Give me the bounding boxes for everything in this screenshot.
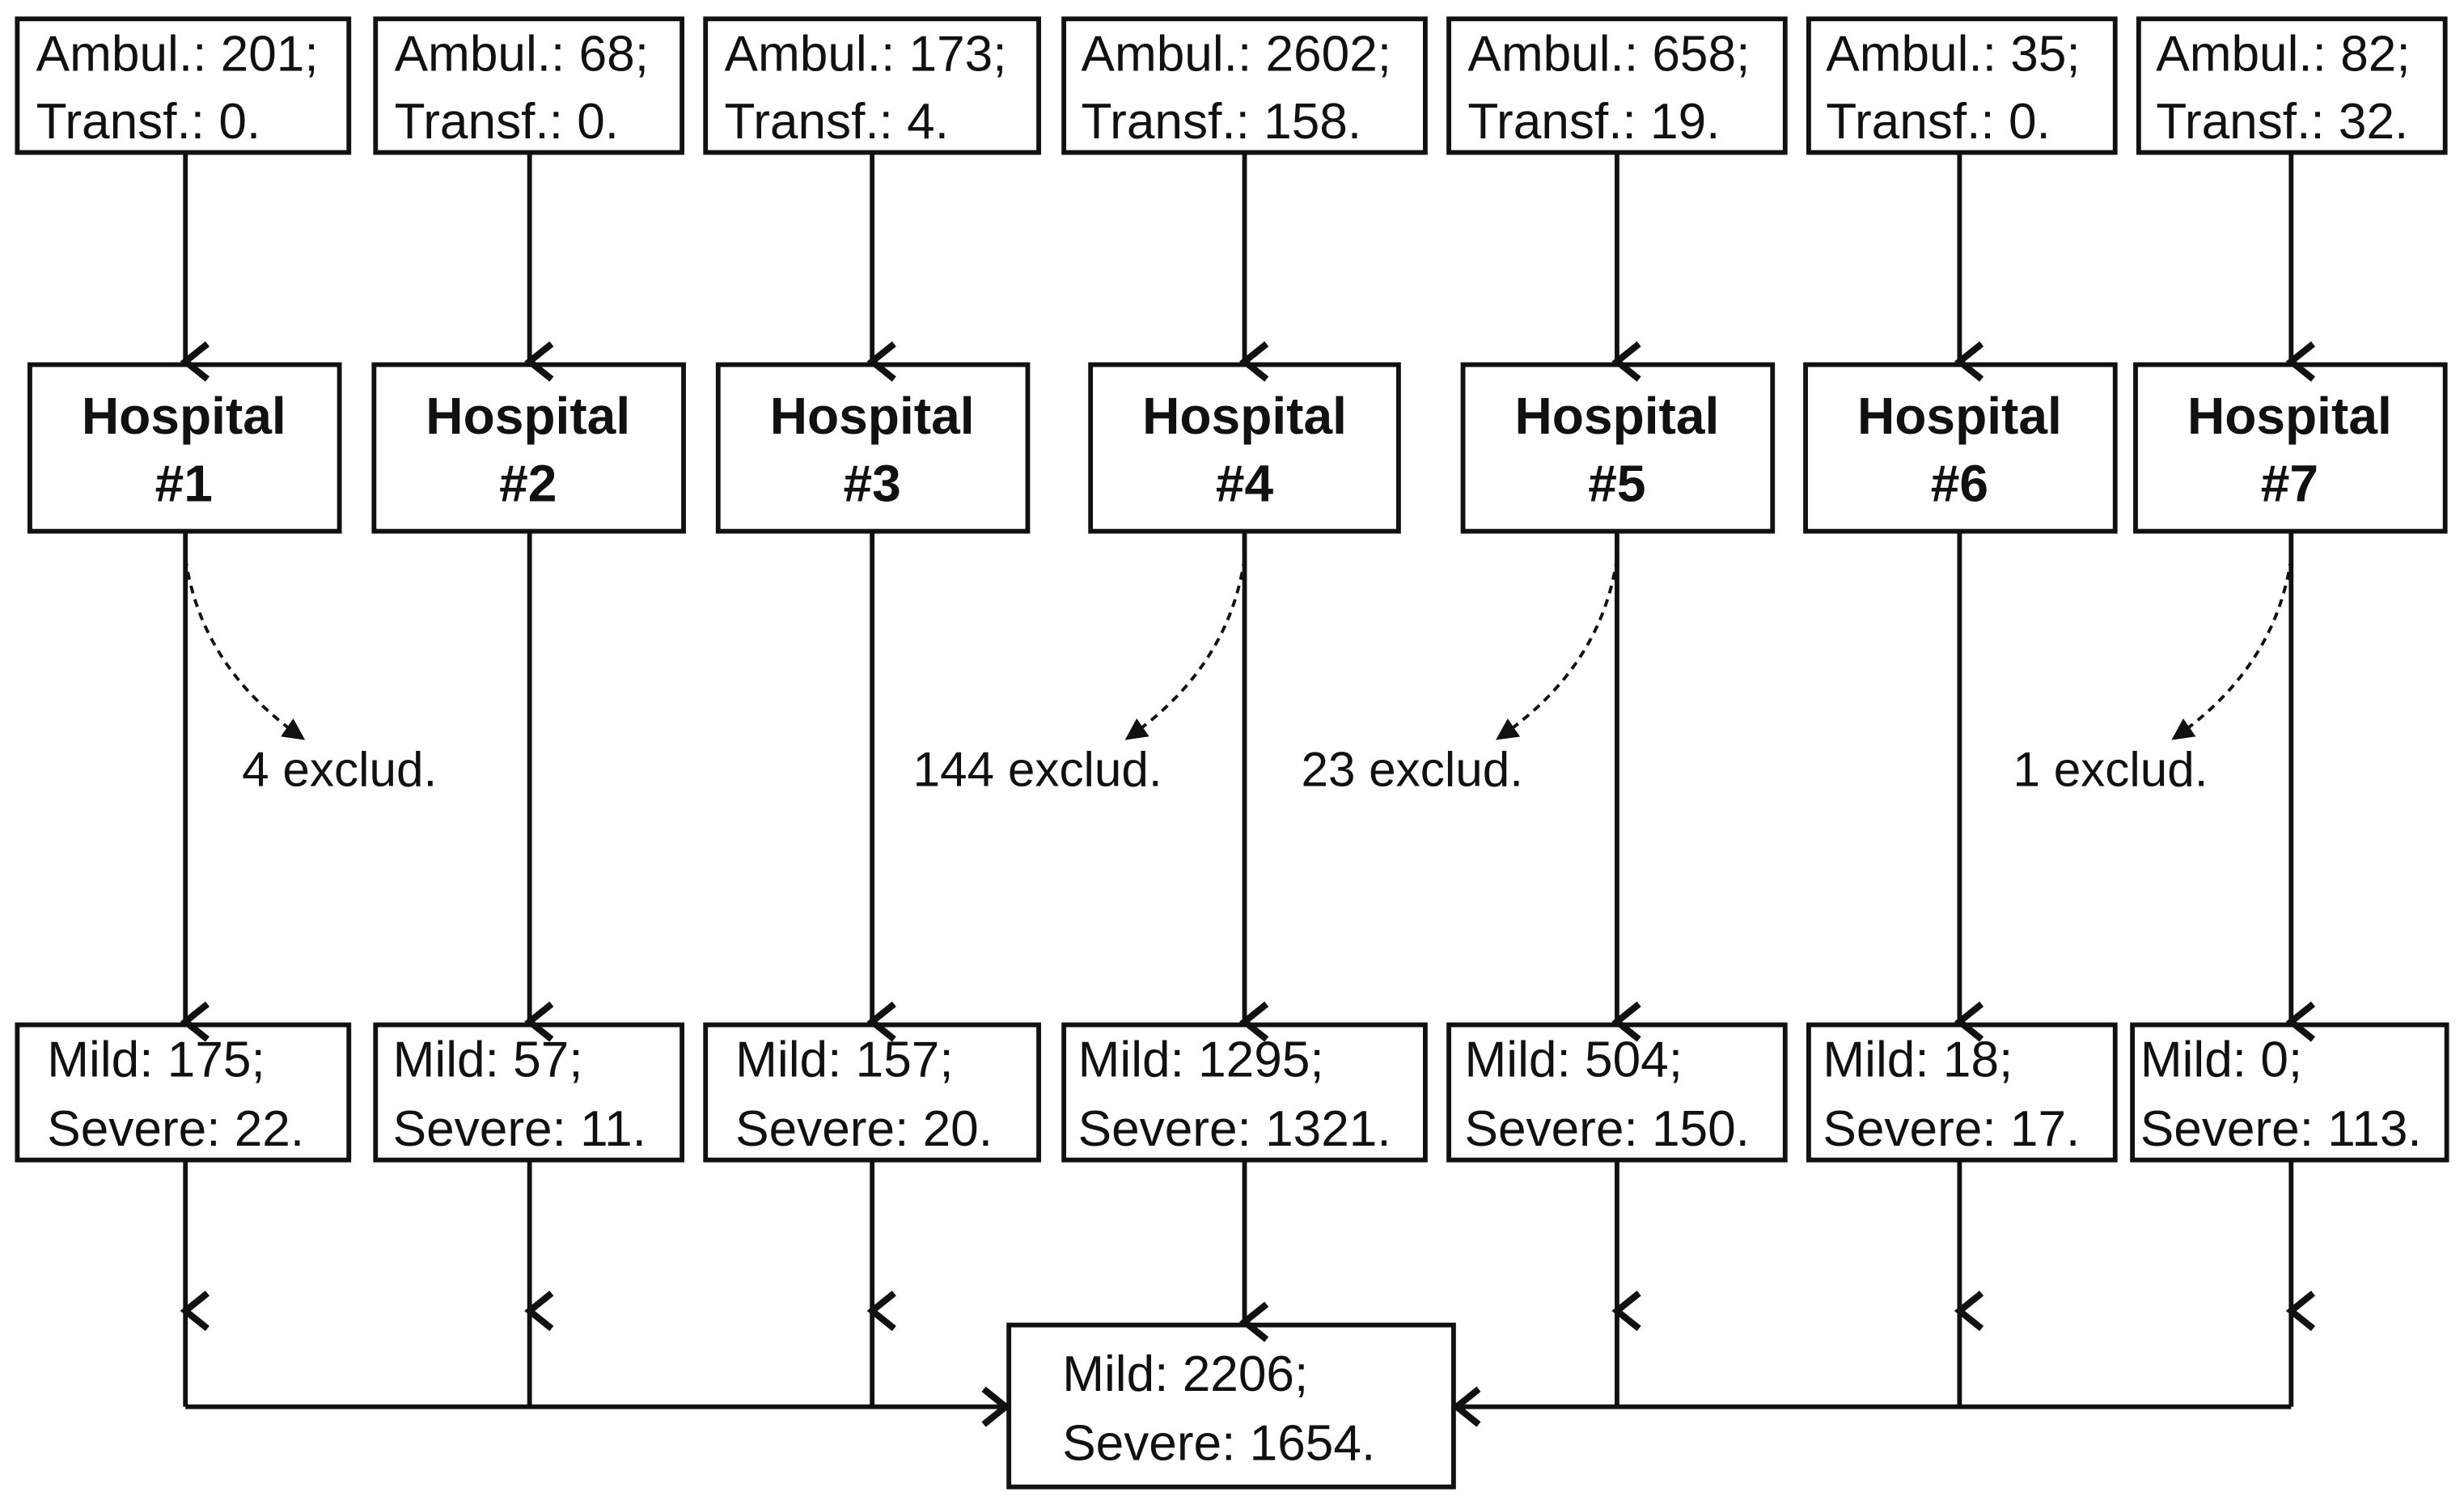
hospital-7-excluded: 1 exclud. [2013,741,2208,796]
hospital-7-inflow-ambulance: Ambul.: 82; [2156,26,2410,82]
hospital-3-outcome-box: Mild: 157; Severe: 20. [703,1022,1041,1163]
hospital-2-outcome-box: Mild: 57; Severe: 11. [373,1022,685,1163]
hospital-4-number: #4 [1216,455,1274,513]
hospital-4-inflow-ambulance: Ambul.: 2602; [1082,26,1392,82]
hospital-5-inflow-transfer: Transf.: 19. [1467,94,1720,150]
hospital-1-outcome-severe: Severe: 22. [47,1101,304,1157]
hospital-3-number: #3 [843,455,900,513]
hospital-1-excluded: 4 exclud. [242,741,437,796]
hospital-6-outcome-severe: Severe: 17. [1823,1101,2080,1157]
hospital-5-name: Hospital [1515,387,1720,445]
hospital-7-name: Hospital [2187,387,2392,445]
hospital-7-outcome-mild: Mild: 0; [2140,1032,2302,1088]
hospital-4-name: Hospital [1142,387,1347,445]
hospital-2-outcome-severe: Severe: 11. [393,1101,646,1157]
hospital-7-box: Hospital #7 [2133,362,2448,534]
hospital-1-outcome-mild: Mild: 175; [47,1032,265,1088]
connectors [180,152,2316,1427]
hospital-2-name: Hospital [425,387,630,445]
exclusion-arrow-hospital-7 [2171,557,2293,740]
hospital-2-inflow-ambulance: Ambul.: 68; [395,26,649,82]
hospital-1-outcome-box: Mild: 175; Severe: 22. [15,1022,352,1163]
hospital-6-inflow-ambulance: Ambul.: 35; [1826,26,2080,82]
hospital-4-outcome-box: Mild: 1295; Severe: 1321. [1061,1022,1428,1163]
exclusion-arrow-hospital-5 [1496,557,1619,740]
hospital-5-number: #5 [1588,455,1645,513]
hospital-6-inflow-box: Ambul.: 35; Transf.: 0. [1806,16,2118,155]
hospital-5-outcome-box: Mild: 504; Severe: 150. [1446,1022,1788,1163]
exclusion-arrow-hospital-4 [1124,557,1247,740]
hospital-7-inflow-transfer: Transf.: 32. [2156,94,2408,150]
hospital-7-outcome-severe: Severe: 113. [2140,1101,2422,1157]
hospital-1-number: #1 [155,455,213,513]
hospital-3-name: Hospital [770,387,975,445]
hospital-4-box: Hospital #4 [1088,362,1401,534]
hospital-3-inflow-box: Ambul.: 173; Transf.: 4. [703,16,1041,155]
hospital-3-inflow-ambulance: Ambul.: 173; [725,26,1007,82]
hospital-1-inflow-box: Ambul.: 201; Transf.: 0. [15,16,352,155]
hospital-1-name: Hospital [82,387,286,445]
hospital-5-inflow-box: Ambul.: 658; Transf.: 19. [1446,16,1788,155]
hospital-2-outcome-mild: Mild: 57; [393,1032,583,1088]
hospital-1-inflow-ambulance: Ambul.: 201; [36,26,319,82]
hospital-6-outcome-mild: Mild: 18; [1823,1032,2013,1088]
hospital-2-inflow-transfer: Transf.: 0. [395,94,620,150]
hospital-4-outcome-mild: Mild: 1295; [1078,1032,1324,1088]
hospital-1-inflow-transfer: Transf.: 0. [36,94,261,150]
hospital-7-outcome-box: Mild: 0; Severe: 113. [2130,1022,2449,1163]
total-severe: Severe: 1654. [1062,1416,1375,1472]
hospital-4-outcome-severe: Severe: 1321. [1078,1101,1391,1157]
hospital-1-box: Hospital #1 [27,362,342,534]
hospital-3-inflow-transfer: Transf.: 4. [725,94,949,150]
hospital-6-outcome-box: Mild: 18; Severe: 17. [1806,1022,2118,1163]
hospital-3-box: Hospital #3 [715,362,1031,534]
hospital-5-excluded: 23 exclud. [1301,741,1523,796]
hospital-5-outcome-mild: Mild: 504; [1465,1032,1683,1088]
hospital-6-box: Hospital #6 [1803,362,2118,534]
hospital-3-outcome-mild: Mild: 157; [735,1032,953,1088]
hospital-2-inflow-box: Ambul.: 68; Transf.: 0. [373,16,685,155]
hospital-5-inflow-ambulance: Ambul.: 658; [1467,26,1750,82]
hospital-7-number: #7 [2261,455,2318,513]
hospital-4-excluded: 144 exclud. [913,741,1162,796]
hospital-6-name: Hospital [1857,387,2062,445]
exclusion-arrow-hospital-1 [184,557,306,740]
hospital-4-inflow-box: Ambul.: 2602; Transf.: 158. [1061,16,1428,155]
hospital-7-inflow-box: Ambul.: 82; Transf.: 32. [2136,16,2448,155]
total-box: Mild: 2206; Severe: 1654. [1006,1322,1456,1490]
hospital-2-number: #2 [499,455,557,513]
hospital-5-box: Hospital #5 [1460,362,1776,534]
hospital-3-outcome-severe: Severe: 20. [735,1101,993,1157]
hospital-5-outcome-severe: Severe: 150. [1465,1101,1750,1157]
hospital-6-inflow-transfer: Transf.: 0. [1826,94,2051,150]
total-mild: Mild: 2206; [1062,1346,1308,1402]
hospital-4-inflow-transfer: Transf.: 158. [1082,94,1362,150]
hospital-6-number: #6 [1931,455,1988,513]
hospital-2-box: Hospital #2 [371,362,686,534]
